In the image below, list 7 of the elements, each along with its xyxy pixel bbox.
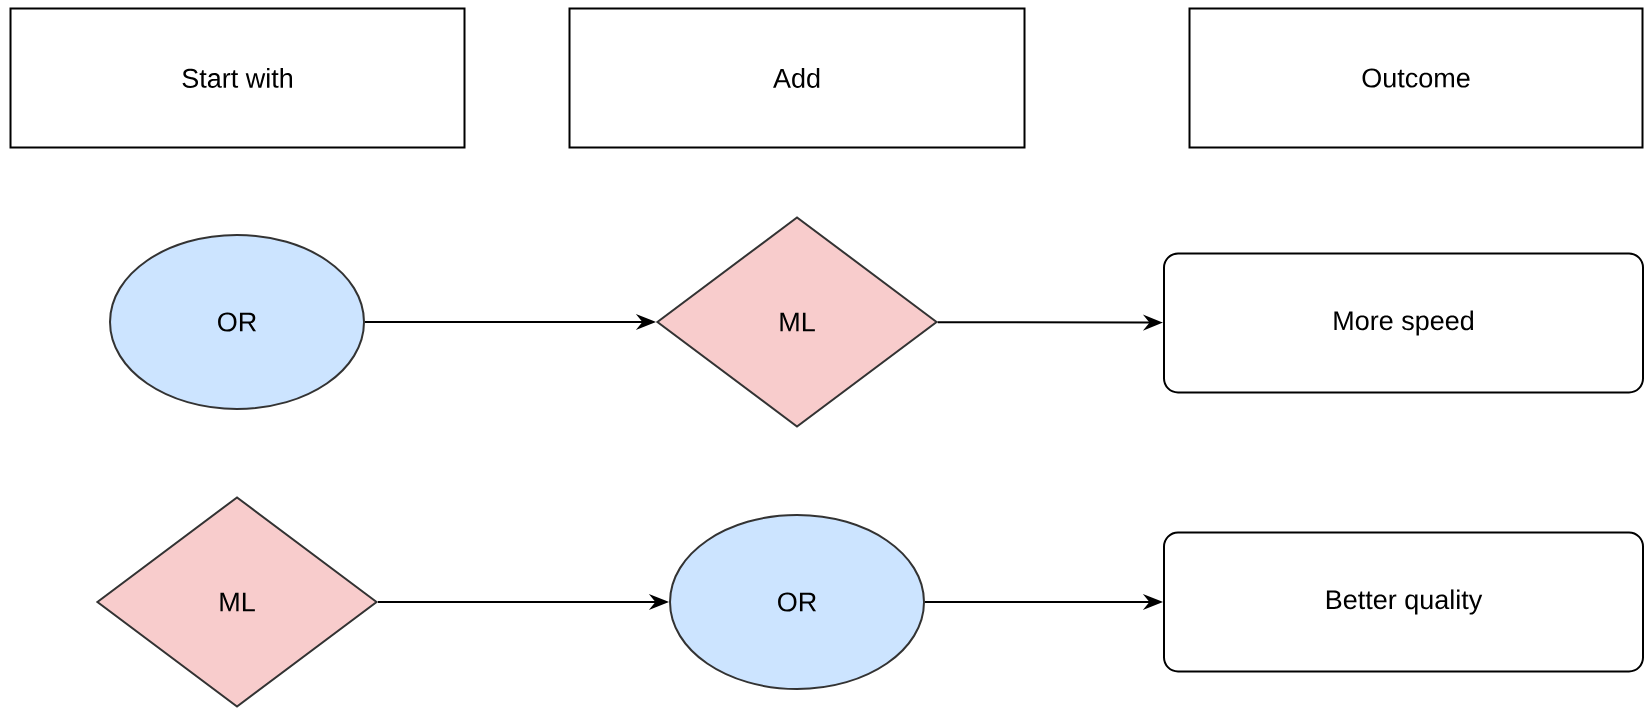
rounded-box: Better quality [1163,531,1644,673]
header-box: Outcome [1188,7,1644,149]
ellipse-node: OR [109,234,365,410]
header-box: Start with [9,7,466,149]
header-box: Add [568,7,1026,149]
ellipse-node: OR [669,514,925,690]
rounded-box: More speed [1163,252,1644,394]
